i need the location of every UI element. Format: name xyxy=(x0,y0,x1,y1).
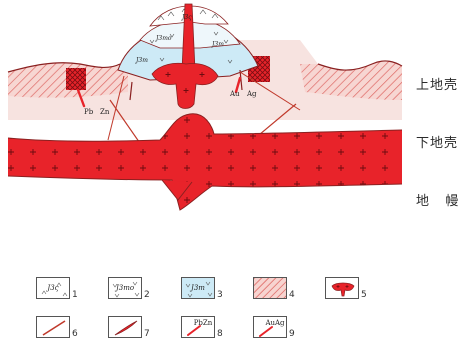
dyke-right xyxy=(239,69,243,91)
fault-inner-left xyxy=(107,75,125,141)
legend-swatch-8: PbZn xyxy=(181,316,215,338)
mantle-band-outline xyxy=(7,113,403,211)
legend-num-7: 7 xyxy=(144,329,150,339)
legend-num-6: 6 xyxy=(72,329,78,339)
label-pb: Pb xyxy=(84,108,94,116)
volcanic-v-marks xyxy=(149,31,233,64)
label-mantle: 地 幔 xyxy=(416,194,460,209)
magma-body-plus xyxy=(165,72,205,93)
legend-swatch-9: AuAg xyxy=(253,316,287,338)
auag-orebody xyxy=(234,76,242,94)
alteration-block-left xyxy=(66,68,86,90)
legend-num-8: 8 xyxy=(217,329,223,339)
legend-code-2: J3mo xyxy=(115,284,135,292)
legend-swatch-2: J3mo xyxy=(108,277,142,299)
legend-swatch-3: J3m xyxy=(181,277,215,299)
mantle-magma-band-overlay xyxy=(8,113,402,210)
label-ag: Ag xyxy=(246,90,257,98)
legend-swatch-1: J3ς xyxy=(36,277,70,299)
label-lower-crust: 下地壳 xyxy=(416,136,459,151)
fault-inner-right xyxy=(239,71,301,111)
rift-v-apex xyxy=(161,179,193,201)
upper-crust-pink-fill-right xyxy=(300,60,402,100)
legend-swatch-5 xyxy=(325,277,359,299)
legend-swatch-4 xyxy=(253,277,287,299)
legend-code-9: AuAg xyxy=(265,319,285,327)
legend-num-9: 9 xyxy=(289,329,295,339)
legend-swatch-6 xyxy=(36,316,70,338)
legend-num-1: 1 xyxy=(72,290,78,300)
legend-num-3: 3 xyxy=(217,290,223,300)
pbzn-orebody xyxy=(76,88,86,108)
legend-code-1: J3ς xyxy=(47,284,59,292)
label-au: Au xyxy=(229,90,240,98)
legend-num-2: 2 xyxy=(144,290,150,300)
label-volcanic-c: J3m xyxy=(134,57,148,64)
tuff-cap-pattern xyxy=(157,8,219,21)
legend-num-4: 4 xyxy=(289,290,295,300)
upper-crust-top-outline xyxy=(7,60,403,73)
label-volcanic-a: J3mo xyxy=(154,35,172,42)
legend-swatch-7 xyxy=(108,316,142,338)
label-top-unit: J3ς xyxy=(180,14,192,21)
legend-code-8: PbZn xyxy=(193,319,213,327)
dyke-left xyxy=(129,81,133,101)
legend-code-3: J3m xyxy=(191,284,205,292)
label-zn: Zn xyxy=(100,108,110,116)
label-upper-crust: 上地壳 xyxy=(416,78,459,93)
legend-num-5: 5 xyxy=(361,290,367,300)
label-volcanic-b: J3m xyxy=(210,41,224,48)
